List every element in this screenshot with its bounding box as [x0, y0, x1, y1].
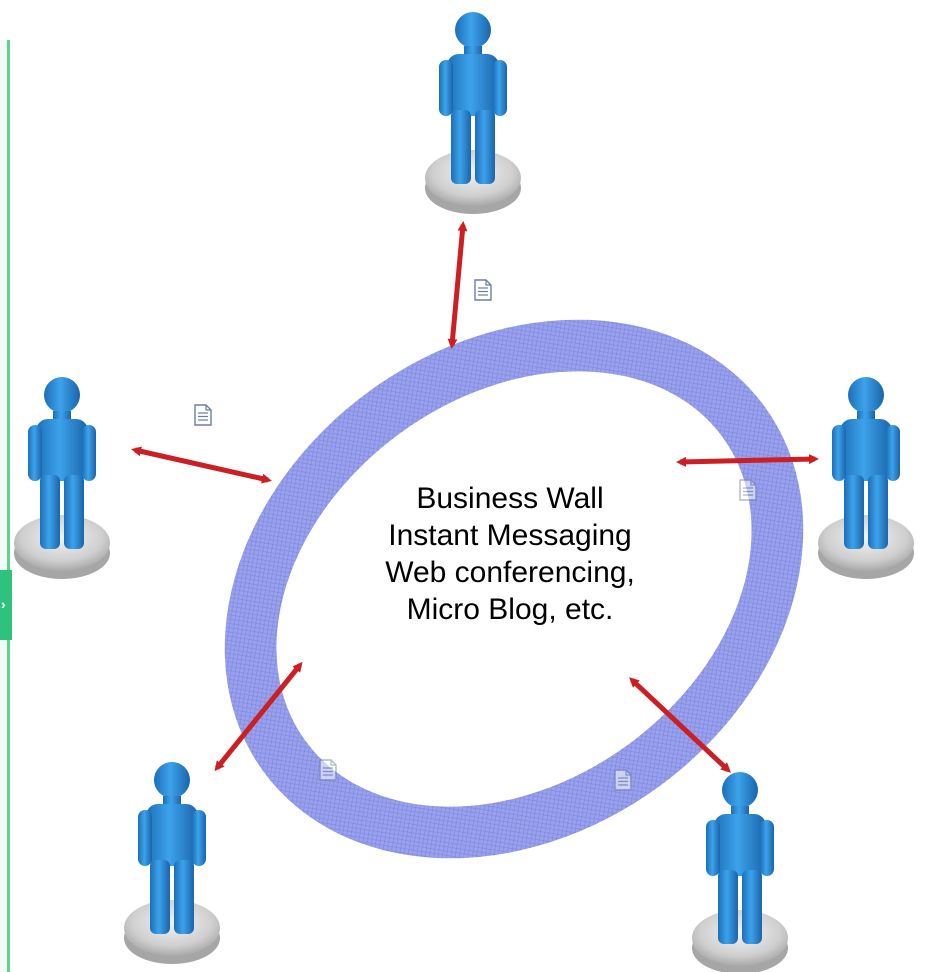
chevron-right-icon: › [1, 596, 6, 612]
center-line-1: Business Wall [416, 482, 604, 515]
arrow-left [131, 446, 272, 484]
connection-arrows [131, 221, 819, 773]
document-icon [194, 404, 212, 426]
document-icon [739, 479, 757, 501]
center-line-3: Web conferencing, [385, 556, 635, 589]
arrow-right [676, 454, 819, 467]
person-bottom-left-icon [124, 762, 220, 964]
person-right-icon [818, 377, 914, 579]
center-line-4: Micro Blog, etc. [406, 593, 614, 626]
sidebar-edge [0, 40, 10, 972]
center-line-2: Instant Messaging [388, 519, 632, 552]
document-icon [614, 769, 632, 791]
center-label: Business Wall Instant Messaging Web conf… [300, 480, 720, 628]
document-icon [474, 279, 492, 301]
arrow-top [447, 221, 468, 349]
sidebar-expand-tab[interactable]: › [0, 570, 12, 640]
arrow-bottom-right [629, 677, 731, 773]
person-left-icon [14, 377, 110, 579]
person-bottom-right-icon [692, 772, 788, 972]
person-top-icon [425, 12, 521, 214]
arrow-bottom-left [214, 661, 303, 772]
document-icon [319, 759, 337, 781]
